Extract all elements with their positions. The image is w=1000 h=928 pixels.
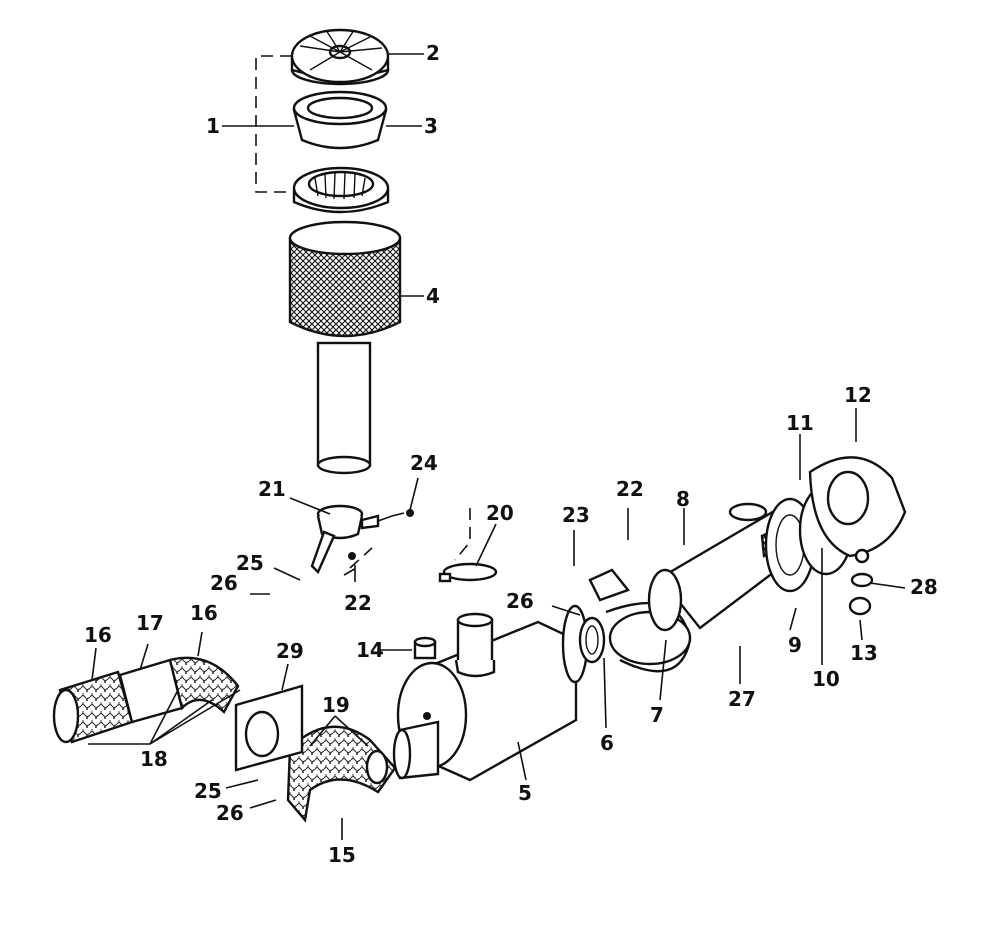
label-26-upper: 26 <box>210 571 238 595</box>
label-25-lower: 25 <box>194 779 222 803</box>
gasket-6 <box>578 616 606 664</box>
intake-hose-16-right <box>168 656 240 714</box>
label-29: 29 <box>276 639 304 663</box>
dust-bowl-screen <box>288 220 402 475</box>
label-13: 13 <box>850 641 878 665</box>
label-16-right: 16 <box>190 601 218 625</box>
label-16-left: 16 <box>84 623 112 647</box>
dashed-group-line <box>255 55 292 193</box>
label-2: 2 <box>426 41 440 65</box>
label-22-upper: 22 <box>616 477 644 501</box>
cover-12 <box>808 456 907 564</box>
label-26-middle: 26 <box>506 589 534 613</box>
nut-24 <box>406 509 414 517</box>
dashed-clamp-line <box>343 508 471 576</box>
label-24: 24 <box>410 451 438 475</box>
label-28: 28 <box>910 575 938 599</box>
label-15: 15 <box>328 843 356 867</box>
filter-housing-5 <box>392 604 589 782</box>
label-1: 1 <box>206 114 220 138</box>
label-27: 27 <box>728 687 756 711</box>
label-26-lower: 26 <box>216 801 244 825</box>
label-22-lower: 22 <box>344 591 372 615</box>
label-21: 21 <box>258 477 286 501</box>
cap-14 <box>413 636 437 660</box>
label-5: 5 <box>518 781 532 805</box>
label-19: 19 <box>322 693 350 717</box>
label-8: 8 <box>676 487 690 511</box>
label-10: 10 <box>812 667 840 691</box>
label-3: 3 <box>424 114 438 138</box>
label-6: 6 <box>600 731 614 755</box>
label-20: 20 <box>486 501 514 525</box>
cyclone-vane-element <box>292 166 390 214</box>
label-12: 12 <box>844 383 872 407</box>
cap-ring <box>292 90 388 150</box>
nut-13 <box>848 596 872 616</box>
label-4: 4 <box>426 284 440 308</box>
label-7: 7 <box>650 703 664 727</box>
flange-29 <box>234 684 304 772</box>
rain-cap-top <box>290 28 390 86</box>
wing-nut-28 <box>850 572 874 588</box>
label-25-upper: 25 <box>236 551 264 575</box>
label-18: 18 <box>140 747 168 771</box>
intake-hose-16-left <box>52 670 134 744</box>
label-23: 23 <box>562 503 590 527</box>
part-labels: 2 1 3 4 24 21 20 25 26 22 23 22 8 11 12 … <box>84 41 938 867</box>
elbow-hose-15 <box>286 725 397 823</box>
hose-clamp-20 <box>438 562 498 583</box>
label-11: 11 <box>786 411 814 435</box>
label-14: 14 <box>356 638 384 662</box>
clamp-21 <box>310 504 380 575</box>
label-9: 9 <box>788 633 802 657</box>
leader-lines <box>88 53 906 840</box>
label-17: 17 <box>136 611 164 635</box>
